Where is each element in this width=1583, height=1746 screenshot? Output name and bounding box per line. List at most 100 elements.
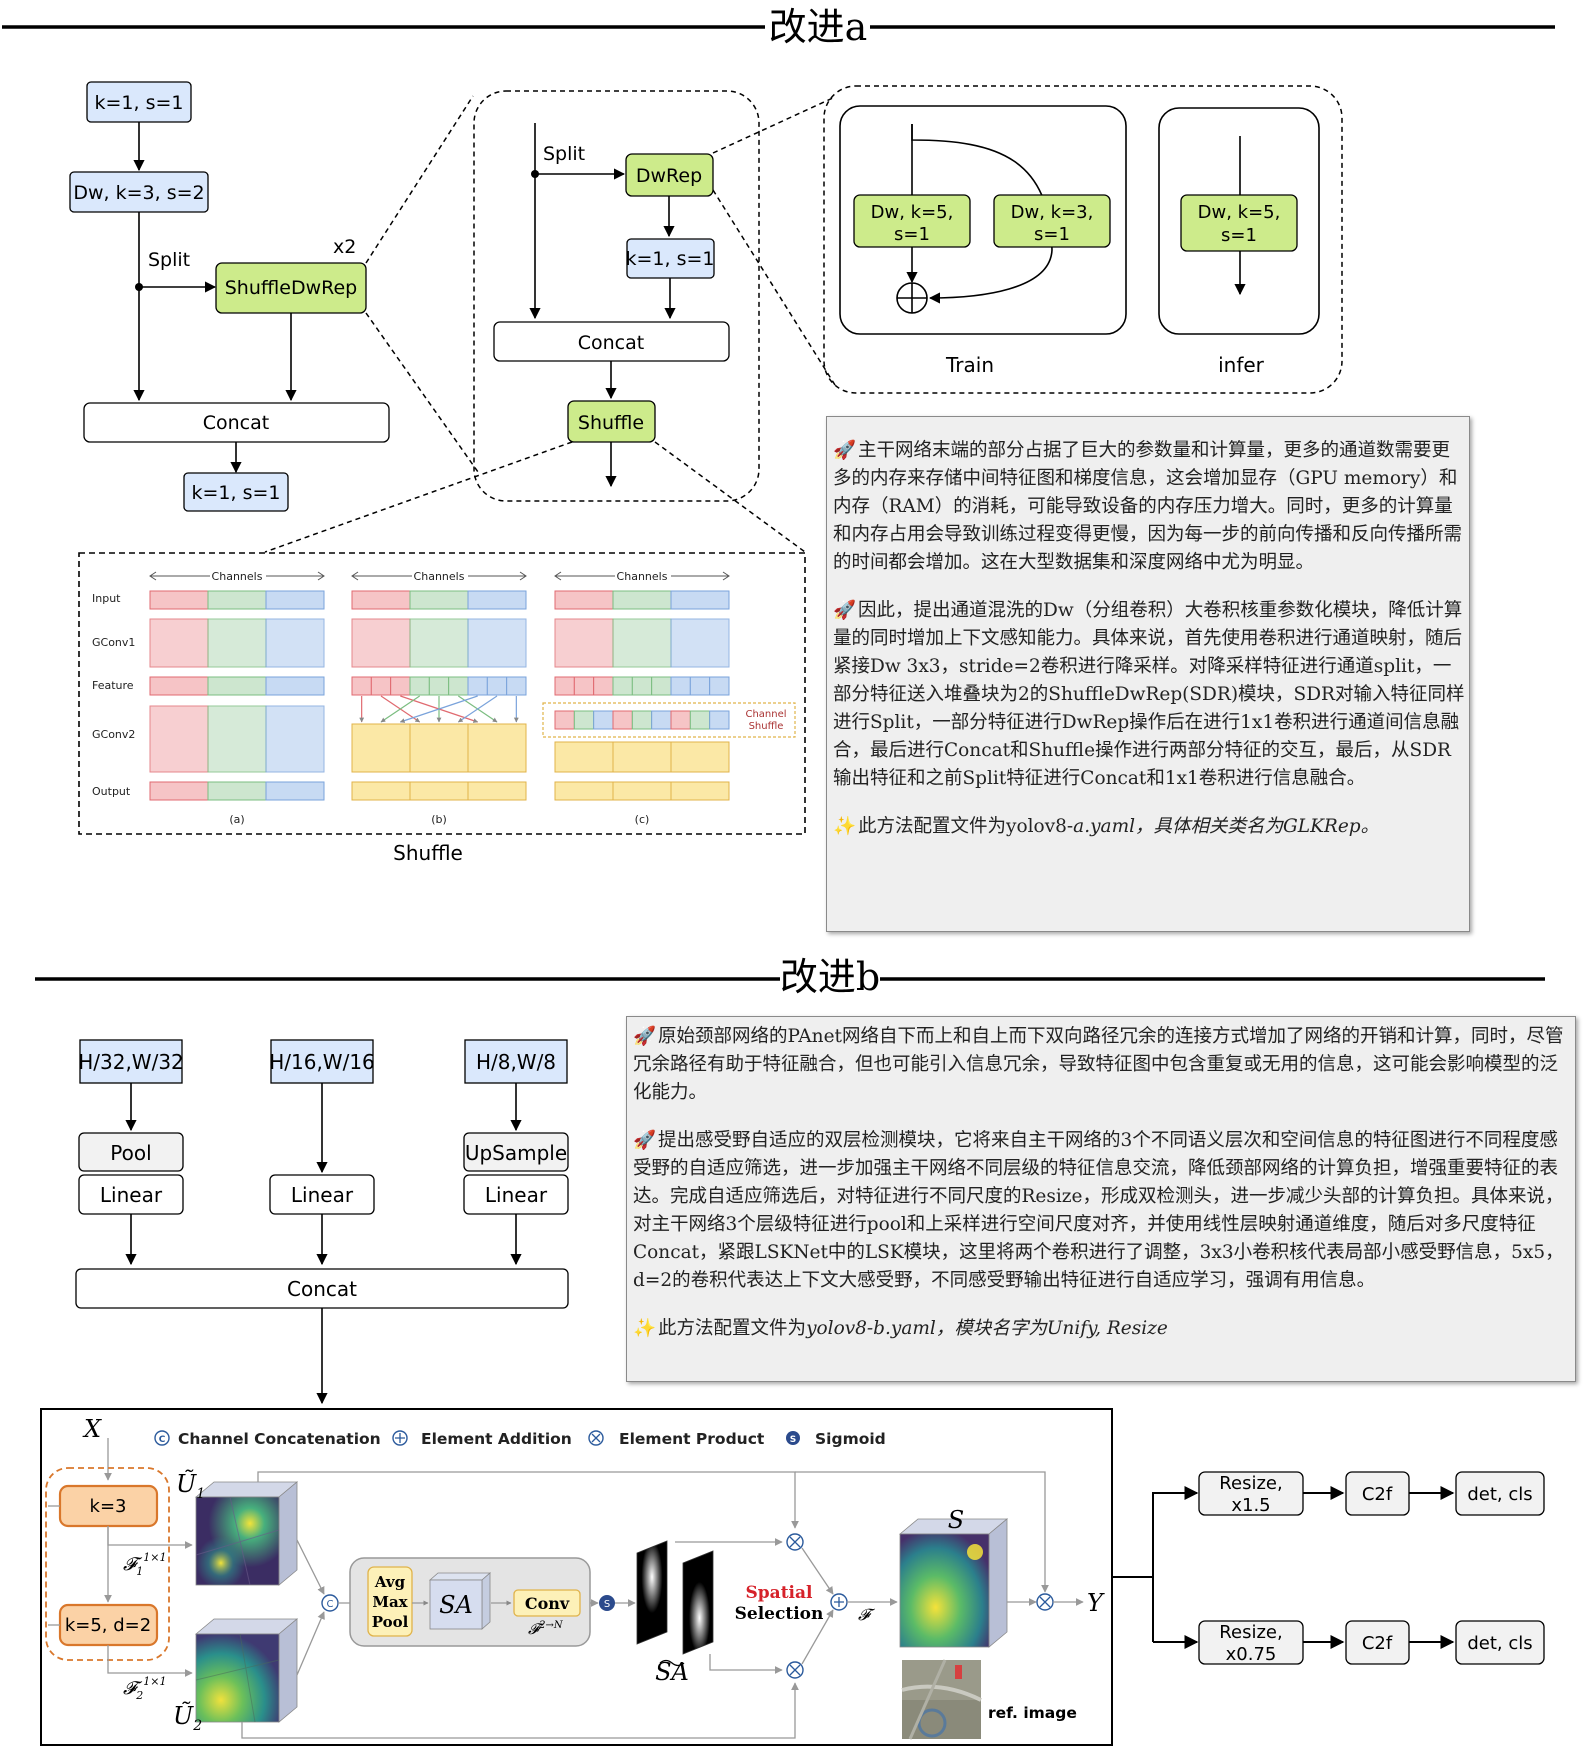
svg-text:C: C <box>159 1435 166 1445</box>
train-dw5-l1: Dw, k=5, <box>871 202 954 223</box>
conv-bottom-box <box>183 472 289 512</box>
conv-box <box>513 1589 581 1617</box>
gconv1-block <box>351 618 411 668</box>
k5-label: k=5, d=2 <box>65 1615 151 1636</box>
input-label-16: H/16,W/16 <box>269 1050 375 1074</box>
section-b-heading: 改进b <box>780 955 880 999</box>
feature-block <box>631 676 653 696</box>
spatial-label: Spatial <box>746 1583 814 1603</box>
fig-a-middle: Split DwRep k=1, s=1 Concat Shuffle <box>493 123 730 488</box>
gconv2-block <box>612 741 672 773</box>
resize-up-l1: Resize, <box>1219 1473 1282 1494</box>
channel-shuffle-figure: InputGConv1FeatureGConv2OutputChannels(a… <box>92 569 796 826</box>
description-a: 🚀主干网络末端的部分占据了巨大的参数量和计算量，更多的通道数需要更多的内存来存储… <box>826 416 1470 932</box>
channels-label: Channels <box>212 570 263 583</box>
legend-add: Element Addition <box>421 1430 572 1448</box>
row-label-4: Output <box>92 785 131 798</box>
gconv1-block <box>612 618 672 668</box>
gconv1-block <box>265 618 325 668</box>
linear-label-2: Linear <box>291 1183 354 1207</box>
desc-b-p3: ✨此方法配置文件为yolov8-b.yaml，模块名字为Unify, Resiz… <box>633 1315 1571 1343</box>
sigmoid-icon <box>599 1595 615 1611</box>
rocket-icon: 🚀 <box>833 440 857 461</box>
pool-box <box>367 1566 413 1637</box>
feature-block <box>370 676 392 696</box>
c2f-label-1: C2f <box>1362 1484 1393 1505</box>
split-label: Split <box>148 249 190 271</box>
feature-block <box>573 676 595 696</box>
train-dw3-l2: s=1 <box>1034 224 1070 245</box>
desc-b-text-2: 提出感受野自适应的双层检测模块，它将来自主干网络的3个不同语义层次和空间信息的特… <box>633 1130 1564 1291</box>
gconv2-block <box>207 705 267 773</box>
shuffle-caption: Shuffle <box>393 841 463 865</box>
output-block <box>612 781 672 801</box>
input-label-8: H/8,W/8 <box>476 1050 556 1074</box>
gconv1-block <box>670 618 730 668</box>
tilde-mark <box>659 1659 685 1667</box>
row-label-1: GConv1 <box>92 636 135 649</box>
output-block <box>670 781 730 801</box>
concat-icon <box>154 1430 170 1446</box>
shuffled-block <box>612 710 633 730</box>
feature-block <box>486 676 508 696</box>
arrow <box>801 1609 834 1665</box>
input-block <box>351 590 411 610</box>
infer-label: infer <box>1218 353 1265 377</box>
linear-label-3: Linear <box>485 1183 548 1207</box>
row-label-0: Input <box>92 592 121 605</box>
u1-label: Ũ1 <box>176 1468 205 1502</box>
output-block <box>265 781 325 801</box>
k3-label: k=3 <box>90 1496 127 1517</box>
infer-dw5-l2: s=1 <box>1221 225 1257 246</box>
channel-shuffle-l2: Shuffle <box>749 721 784 732</box>
gconv2-block <box>265 705 325 773</box>
shuffled-block <box>631 710 653 730</box>
rocket-icon: 🚀 <box>833 600 857 621</box>
pool-label: Pool <box>110 1141 151 1165</box>
channels-axis-arrow <box>351 571 527 581</box>
feature-block <box>554 676 575 696</box>
input-block <box>149 590 209 610</box>
output-block <box>207 781 267 801</box>
resize-up-l2: x1.5 <box>1231 1495 1270 1516</box>
input-label-32: H/32,W/32 <box>78 1050 184 1074</box>
s-label: S <box>948 1506 964 1534</box>
legend-product: Element Product <box>619 1430 765 1448</box>
output-block <box>467 781 527 801</box>
feature-block <box>670 676 691 696</box>
arrow <box>296 1539 325 1595</box>
channels-label-bg <box>615 569 671 581</box>
feature-block <box>149 676 209 696</box>
train-dw5-l2: s=1 <box>894 224 930 245</box>
row-label-2: Feature <box>92 679 134 692</box>
c2f-label-2: C2f <box>1362 1633 1393 1654</box>
y-label: Y <box>1087 1589 1105 1617</box>
feature-block <box>467 676 488 696</box>
gconv1-block <box>149 618 209 668</box>
channels-label-bg <box>412 569 468 581</box>
train-dw3-box <box>993 194 1111 248</box>
output-block <box>149 781 209 801</box>
reference-image <box>901 1659 982 1740</box>
conv-label: Conv <box>525 1594 570 1613</box>
shuffle-arrow <box>457 695 498 723</box>
gconv2-block <box>554 741 614 773</box>
arrow <box>107 1526 193 1549</box>
u2-skip-line <box>241 1682 799 1739</box>
det-label-1: det, cls <box>1467 1484 1532 1505</box>
shuffle-label: Shuffle <box>578 412 644 434</box>
channel-shuffle-l1: Channel <box>745 709 786 720</box>
u1-feature-cube <box>194 1481 299 1586</box>
output-block <box>554 781 614 801</box>
sdr-detail-frame <box>473 90 760 502</box>
row-label-3: GConv2 <box>92 728 135 741</box>
u1-skip-line <box>257 1471 799 1529</box>
train-label: Train <box>945 353 994 377</box>
conv-bottom-label: k=1, s=1 <box>192 482 281 504</box>
train-dw3-l1: Dw, k=3, <box>1011 202 1094 223</box>
gconv2-block <box>409 723 469 773</box>
infer-dw5-l1: Dw, k=5, <box>1198 202 1281 223</box>
shuffled-block <box>670 710 691 730</box>
upsample-label: UpSample <box>465 1141 567 1165</box>
